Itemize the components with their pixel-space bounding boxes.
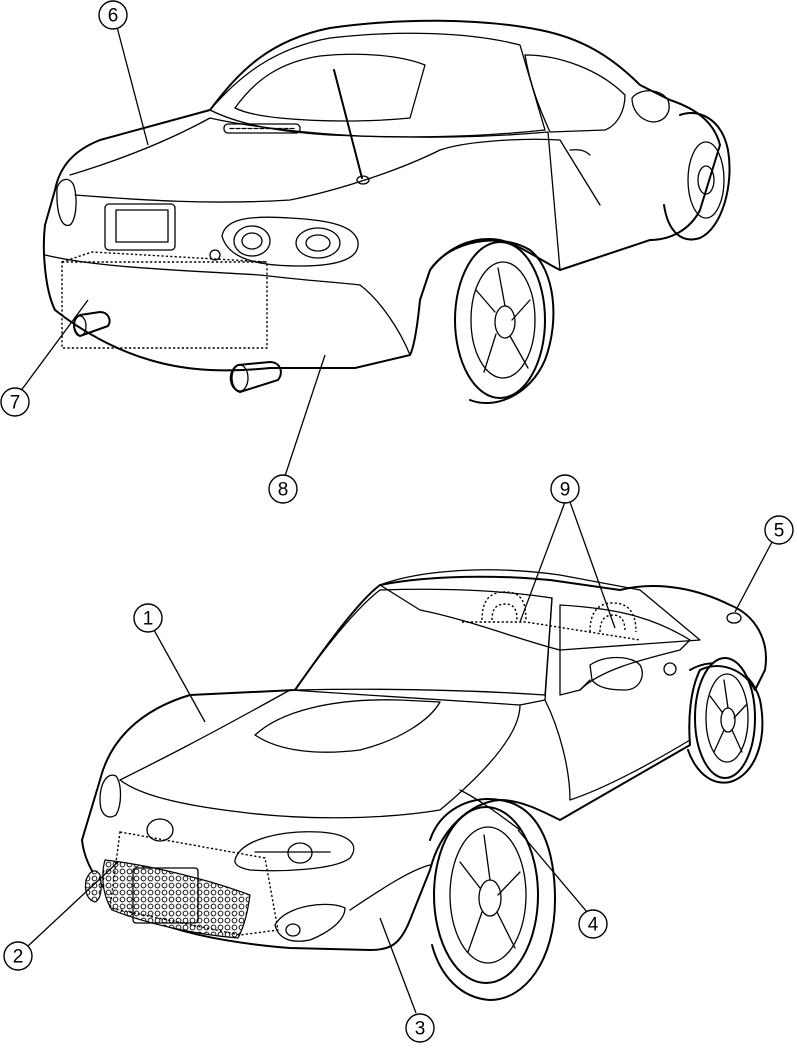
front-view-car (81, 569, 767, 1001)
callout-9: 9 (550, 474, 580, 504)
rear-body-outline (42, 19, 721, 372)
hood (119, 689, 521, 819)
rear-view-car (42, 19, 731, 405)
antenna (333, 69, 363, 179)
callout-3: 3 (405, 1013, 435, 1043)
callout-4-label: 4 (588, 915, 599, 936)
far-rear-wheel (663, 112, 731, 241)
headlamp-left (99, 774, 122, 818)
rear-bumper-area-highlight (61, 261, 268, 349)
front-body-outline (81, 575, 767, 951)
callout-5-label: 5 (774, 521, 785, 542)
near-front-wheel (429, 798, 556, 1001)
callout-3-label: 3 (415, 1019, 426, 1040)
seat-highlights (462, 591, 641, 641)
callout-7-label: 7 (10, 393, 21, 414)
callout-5: 5 (764, 515, 794, 545)
rear-combination-lamp-right (221, 216, 359, 267)
exhaust-pipes (73, 311, 282, 393)
callout-8: 8 (268, 474, 298, 504)
door-mirror (589, 656, 643, 691)
rear-window (234, 53, 426, 122)
callout-6: 6 (98, 0, 128, 30)
front-grille (102, 859, 251, 939)
fuel-filler-lid (726, 612, 742, 624)
far-wheel-front-view (687, 657, 764, 784)
windshield (294, 588, 553, 696)
rear-combination-lamp-left (56, 178, 77, 227)
callout-2: 2 (3, 941, 33, 971)
fog-lamp (274, 903, 346, 942)
callout-4: 4 (578, 909, 608, 939)
callout-7: 7 (0, 387, 30, 417)
callout-6-label: 6 (108, 6, 119, 27)
callout-1: 1 (133, 603, 163, 633)
callout-2-label: 2 (13, 947, 24, 968)
front-emblem (146, 818, 174, 842)
front-license-plate (132, 867, 199, 924)
near-rear-wheel (429, 239, 555, 405)
headlamp-right (234, 831, 355, 872)
callout-9-label: 9 (560, 480, 571, 501)
callout-1-label: 1 (143, 609, 154, 630)
high-mount-brake-light (223, 123, 301, 134)
callout-8-label: 8 (278, 480, 289, 501)
rear-license-plate (104, 203, 176, 251)
front-bumper-area-highlight (109, 831, 279, 936)
leader-lines (19, 26, 774, 1014)
